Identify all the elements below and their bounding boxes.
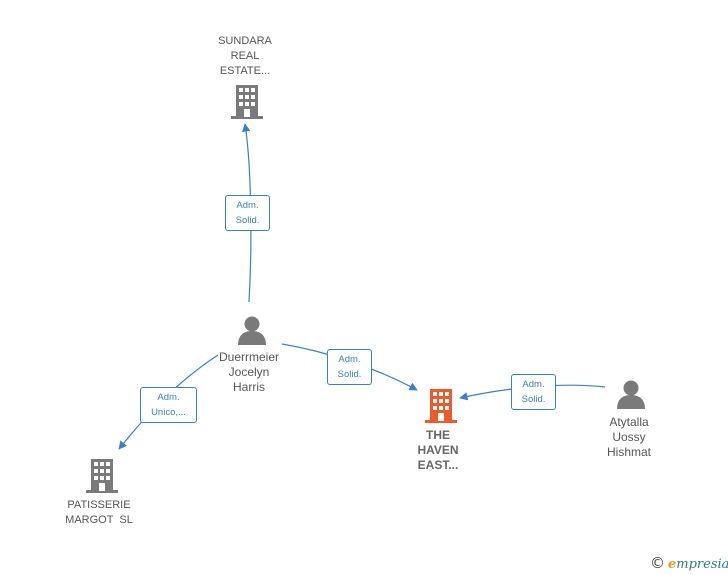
- edge-label-line: Adm.: [157, 392, 180, 403]
- node-label-duerrmeier[interactable]: Duerrmeier Jocelyn Harris: [194, 350, 304, 395]
- node-label-atytalla[interactable]: Atytalla Uossy Hishmat: [574, 415, 684, 460]
- label-line: REAL: [230, 50, 260, 62]
- label-line: MARGOT SL: [65, 514, 133, 526]
- edge-label-line: Adm.: [522, 379, 545, 390]
- node-label-haven[interactable]: THE HAVEN EAST...: [383, 428, 493, 473]
- label-line: Uossy: [612, 430, 646, 444]
- label-line: ESTATE...: [219, 65, 271, 77]
- label-line: Duerrmeier: [218, 350, 279, 364]
- person-icon[interactable]: [238, 316, 266, 346]
- edge-label-duerrmeier-haven[interactable]: Adm. Solid.: [327, 349, 372, 385]
- brand-initial: e: [668, 557, 677, 572]
- label-line: Jocelyn: [228, 365, 270, 379]
- edge-label-atytalla-haven[interactable]: Adm. Solid.: [511, 374, 556, 410]
- label-line: HAVEN: [417, 443, 459, 457]
- label-line: Harris: [233, 380, 265, 394]
- edge-label-line: Solid.: [521, 394, 546, 405]
- edge-label-line: Adm.: [236, 200, 259, 211]
- edge-label-line: Adm.: [338, 354, 361, 365]
- brand-name: mpresia: [676, 557, 728, 572]
- building-icon[interactable]: [231, 85, 263, 119]
- brand-logo: ©empresia: [650, 554, 728, 572]
- label-line: THE: [426, 428, 450, 442]
- label-line: Atytalla: [609, 415, 649, 429]
- building-icon[interactable]: [86, 459, 118, 493]
- edge-label-line: Unico,...: [151, 407, 186, 418]
- building-icon[interactable]: [425, 389, 457, 423]
- node-label-patisserie[interactable]: PATISSERIE MARGOT SL: [44, 498, 154, 528]
- copyright-symbol: ©: [650, 554, 665, 572]
- edge-label-duerrmeier-sundara[interactable]: Adm. Solid.: [225, 195, 270, 231]
- edge-label-duerrmeier-patisserie[interactable]: Adm. Unico,...: [140, 387, 197, 423]
- edge-label-line: Solid.: [235, 215, 260, 226]
- label-line: EAST...: [417, 458, 459, 472]
- label-line: PATISSERIE: [67, 499, 131, 511]
- label-line: Hishmat: [606, 445, 651, 459]
- label-line: SUNDARA: [218, 35, 272, 47]
- edge-label-line: Solid.: [337, 369, 362, 380]
- person-icon[interactable]: [617, 380, 645, 410]
- node-label-sundara[interactable]: SUNDARA REAL ESTATE...: [190, 34, 300, 79]
